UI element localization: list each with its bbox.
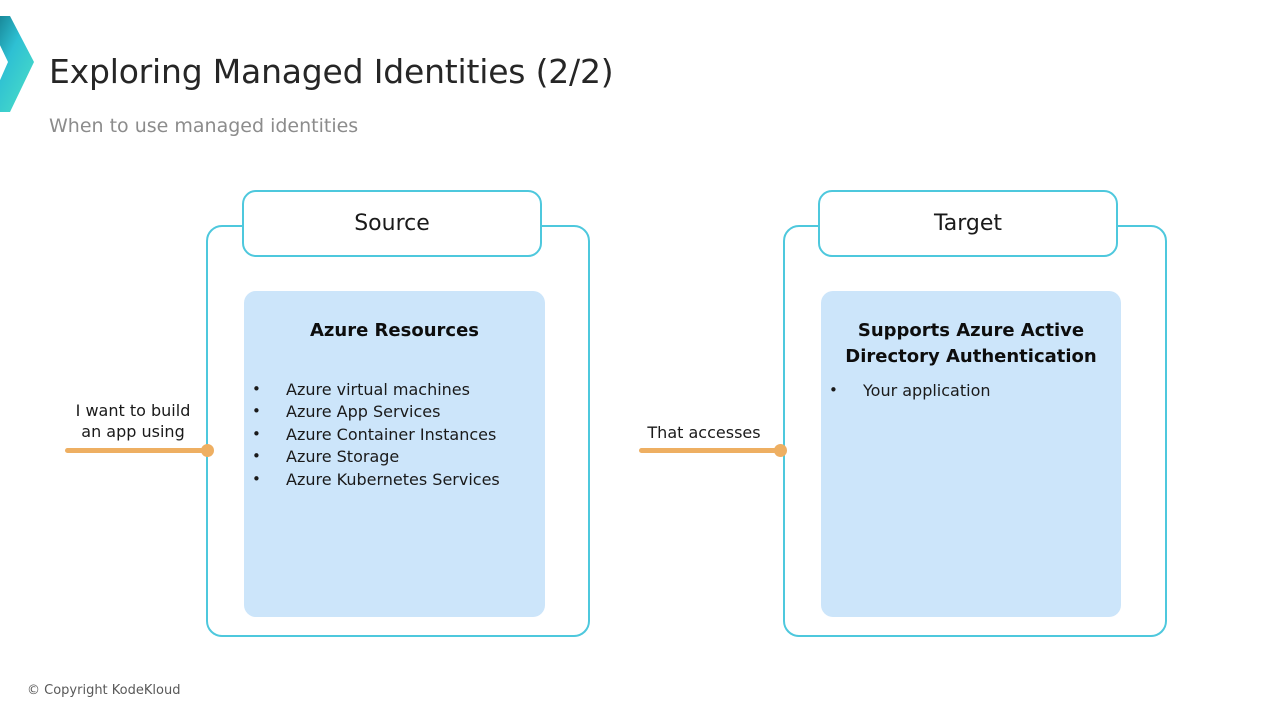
page-subtitle: When to use managed identities — [49, 115, 359, 137]
connector-1-label: I want to build an app using — [75, 401, 191, 441]
connector-2-line — [639, 448, 784, 453]
azure-resources-bullet-list: Azure virtual machines Azure App Service… — [244, 378, 545, 492]
panel-source-header: Source — [242, 190, 542, 257]
footer-copyright: © Copyright KodeKloud — [27, 683, 181, 698]
list-item: Azure App Services — [250, 400, 545, 424]
connector-1-line — [65, 448, 208, 453]
connector-1-endpoint-dot — [201, 444, 214, 457]
connector-2-endpoint-dot — [774, 444, 787, 457]
list-item: Azure Kubernetes Services — [250, 468, 545, 492]
panel-target-header-label: Target — [933, 211, 1003, 236]
list-item: Azure Container Instances — [250, 423, 545, 447]
list-item: Your application — [827, 379, 1121, 403]
card-supports-aad-auth: Supports Azure Active Directory Authenti… — [821, 291, 1121, 617]
panel-target-header: Target — [818, 190, 1118, 257]
list-item: Azure Storage — [250, 445, 545, 469]
page-title: Exploring Managed Identities (2/2) — [49, 52, 614, 91]
card-azure-resources-title: Azure Resources — [309, 320, 479, 341]
target-bullet-list: Your application — [821, 379, 1121, 403]
list-item: Azure virtual machines — [250, 378, 545, 402]
card-azure-resources: Azure Resources Azure virtual machines A… — [244, 291, 545, 617]
panel-source-header-label: Source — [354, 211, 430, 236]
connector-2-label: That accesses — [647, 423, 761, 442]
card-supports-aad-auth-title: Supports Azure Active Directory Authenti… — [845, 320, 1097, 367]
kodekloud-chevron-logo — [0, 16, 34, 112]
